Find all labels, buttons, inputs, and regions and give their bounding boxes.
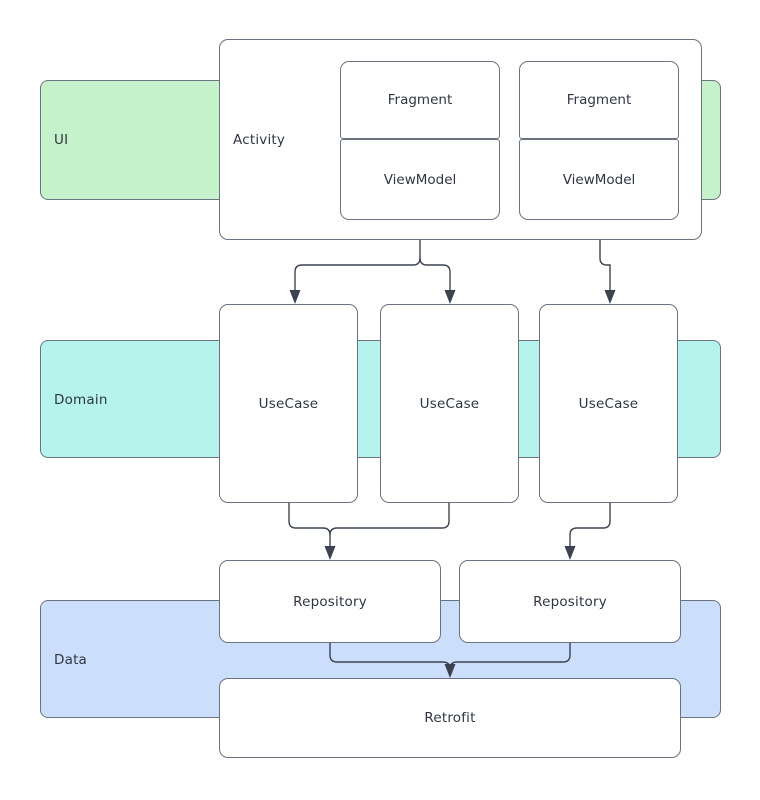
node-retrofit-label: Retrofit (424, 710, 476, 726)
node-viewmodel-1-label: ViewModel (383, 171, 457, 188)
node-fragment-1-label: Fragment (387, 92, 453, 108)
node-repository-1-label: Repository (293, 593, 367, 610)
node-viewmodel-1[interactable]: ViewModel (340, 139, 500, 220)
layer-label-data: Data (54, 652, 88, 668)
layer-label-domain: Domain (54, 392, 108, 408)
node-activity-label: Activity (233, 131, 286, 148)
node-usecase-3-label: UseCase (578, 395, 639, 412)
node-usecase-1-label: UseCase (258, 395, 319, 412)
node-fragment-2[interactable]: Fragment (519, 61, 679, 139)
node-usecase-2[interactable]: UseCase (380, 304, 519, 503)
node-repository-2-label: Repository (533, 593, 607, 610)
node-retrofit[interactable]: Retrofit (219, 678, 681, 758)
node-repository-1[interactable]: Repository (219, 560, 441, 643)
node-usecase-2-label: UseCase (419, 395, 480, 412)
node-usecase-3[interactable]: UseCase (539, 304, 678, 503)
node-repository-2[interactable]: Repository (459, 560, 681, 643)
node-fragment-1[interactable]: Fragment (340, 61, 500, 139)
node-fragment-2-label: Fragment (566, 92, 632, 108)
node-viewmodel-2-label: ViewModel (562, 171, 636, 188)
layer-label-ui: UI (54, 132, 69, 148)
node-viewmodel-2[interactable]: ViewModel (519, 139, 679, 220)
node-usecase-1[interactable]: UseCase (219, 304, 358, 503)
